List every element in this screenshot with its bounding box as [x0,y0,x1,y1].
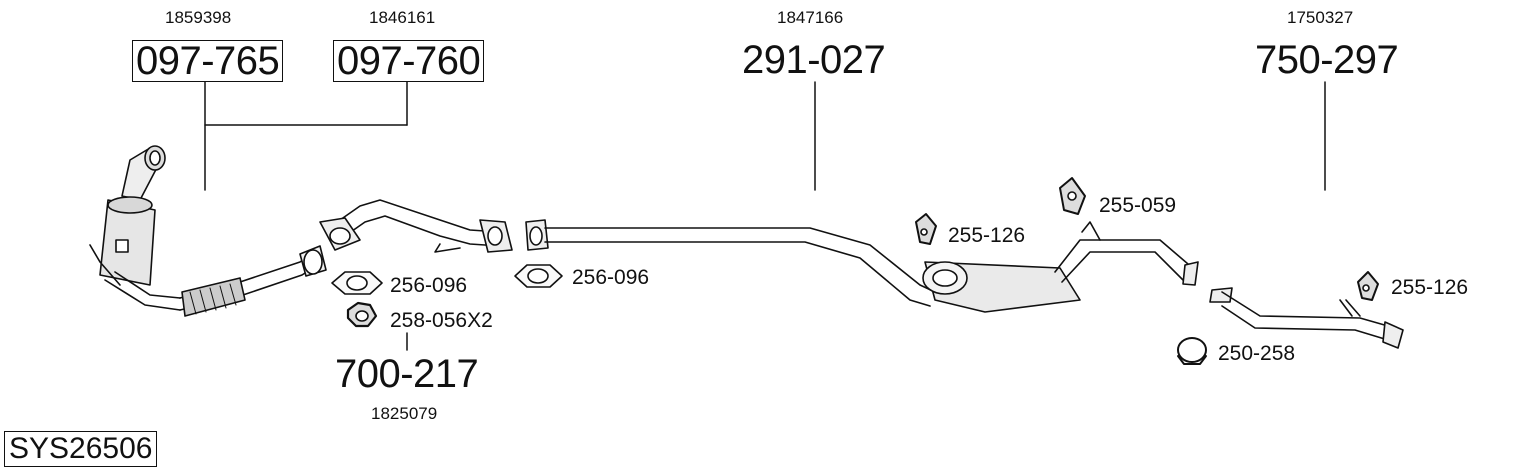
part-number[interactable]: 700-217 [335,352,479,396]
leader-lines [204,81,1326,351]
gasket-icon [331,271,383,295]
gasket-icon [514,264,563,288]
accessory-label[interactable]: 256-096 [572,266,650,289]
part-number[interactable]: 291-027 [742,38,886,82]
part-number[interactable]: 750-297 [1255,38,1399,82]
rubber-hanger-icon [915,213,937,245]
catalytic-converter-part [89,145,181,311]
rear-pipe-part [1209,287,1404,349]
middle-pipe-and-muffler-part [525,219,1199,313]
oem-number: 1846161 [369,8,436,27]
pipe-clamp-icon [1177,337,1207,365]
intermediate-pipe-part [319,199,513,253]
accessory-label[interactable]: 255-126 [1391,276,1469,299]
system-code-label: SYS26506 [4,431,158,467]
accessory-label[interactable]: 250-258 [1218,342,1296,365]
part-number-box[interactable]: 097-760 [333,40,485,82]
accessory-label[interactable]: 258-056X2 [390,309,493,332]
oem-number: 1859398 [165,8,232,27]
nut-icon [346,301,378,328]
part-number-box[interactable]: 097-765 [132,40,284,82]
oem-number: 1825079 [371,404,438,423]
accessory-label[interactable]: 255-059 [1099,194,1177,217]
rubber-hanger-icon [1357,271,1379,301]
oem-number: 1847166 [777,8,844,27]
oem-number: 1750327 [1287,8,1354,27]
rubber-hanger-icon [1059,177,1086,215]
front-pipe-part [179,245,327,317]
accessory-label[interactable]: 256-096 [390,274,468,297]
accessory-label[interactable]: 255-126 [948,224,1026,247]
